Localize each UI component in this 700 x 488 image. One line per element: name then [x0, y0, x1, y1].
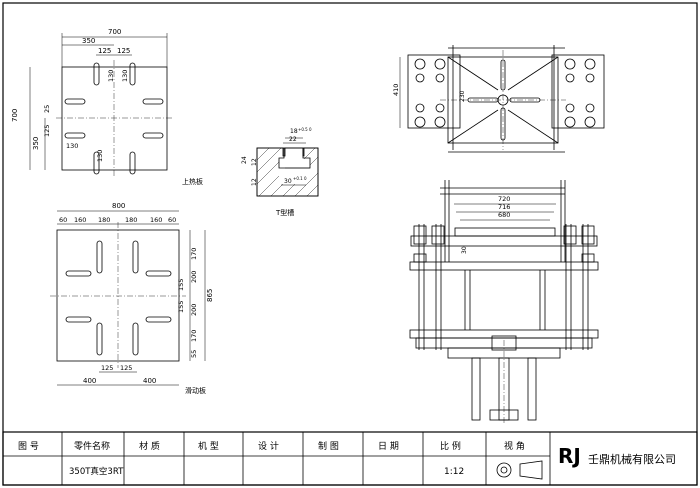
title-header: 制 图 [318, 440, 339, 452]
top-slot [93, 62, 100, 86]
lower-platen [409, 329, 599, 339]
dim-text: 700 [11, 109, 19, 122]
slide-slot [65, 270, 92, 277]
dim-text: 700 [108, 28, 121, 36]
part-name: 350T真空3RT [69, 466, 124, 477]
side-cylinder-left [407, 54, 461, 129]
dim-text: +0.1 0 [293, 176, 307, 181]
title-header: 日 期 [378, 441, 399, 452]
dim-text: 22 [289, 136, 297, 143]
dim-text: 130 [66, 142, 78, 150]
dim-text: 400 [143, 377, 156, 385]
view-label: 滑动板 [185, 386, 206, 395]
title-header: 视 角 [504, 440, 525, 452]
top-slot [93, 151, 100, 175]
top-slot [142, 98, 164, 105]
dim-text: 350 [82, 37, 95, 45]
dim-text: 155 [177, 279, 185, 291]
title-header: 材 质 [139, 440, 160, 452]
front-view: 720 716 680 30 [409, 180, 599, 424]
slide-slot [96, 240, 103, 274]
dim-text: 130 [96, 150, 104, 162]
top-slot [64, 98, 86, 105]
dim-text: 18 [290, 128, 298, 135]
t-slot-view: 18 +0.5 0 22 24 12 12 30 +0.1 0 T型槽 [241, 127, 319, 217]
dim-text: 125 [120, 364, 132, 372]
dim-text: 720 [498, 195, 510, 203]
view-label: 上热板 [182, 177, 203, 186]
dim-text: 160 [74, 216, 86, 224]
company-logo: RJ [558, 444, 581, 468]
dim-text: 865 [206, 289, 214, 302]
dim-text: 12 [251, 178, 258, 186]
dim-text: 230 [459, 90, 466, 102]
title-header: 比 例 [440, 440, 461, 452]
dim-text: 125 [98, 47, 111, 55]
dim-text: 30 [284, 178, 292, 185]
cylinder-rod [471, 357, 481, 421]
top-slot [129, 62, 136, 86]
slide-slot [132, 322, 139, 356]
title-header: 零件名称 [74, 440, 110, 452]
dim-text: 400 [83, 377, 96, 385]
cylinder-rod [527, 357, 537, 421]
dim-text: 170 [190, 248, 198, 260]
top-plate-outline [61, 66, 168, 171]
dim-text: 680 [498, 211, 510, 219]
dim-text: +0.5 0 [298, 127, 312, 132]
title-header: 设 计 [258, 440, 279, 452]
dim-text: 55 [190, 350, 198, 358]
dim-text: 180 [98, 216, 110, 224]
dim-text: 60 [168, 216, 176, 224]
projection-symbol-icon [496, 460, 543, 480]
slide-plate-view: 800 60 160 180 180 160 60 170 200 155 15… [50, 202, 214, 395]
slide-slot [145, 316, 172, 323]
middle-platen [409, 261, 599, 271]
dim-text: 130 [121, 70, 129, 82]
top-slot [129, 151, 136, 175]
title-header: 图 号 [18, 441, 39, 452]
dim-text: 25 [43, 105, 51, 113]
dim-text: 125 [117, 47, 130, 55]
dim-text: 350 [32, 137, 40, 150]
title-block: 图 号 零件名称 材 质 机 型 设 计 制 图 日 期 比 例 视 角 350… [2, 431, 698, 486]
dim-text: 130 [107, 70, 115, 82]
slide-slot [145, 270, 172, 277]
slide-slot [96, 322, 103, 356]
dim-text: 170 [190, 330, 198, 342]
title-header: 机 型 [198, 440, 219, 452]
dim-text: 155 [177, 301, 185, 313]
slide-slot [65, 316, 92, 323]
dim-text: 60 [59, 216, 67, 224]
top-slot [142, 132, 164, 139]
dim-text: 200 [190, 304, 198, 316]
plan-view: 410 230 [392, 45, 605, 153]
dim-text: 200 [190, 271, 198, 283]
dim-text: 30 [461, 246, 468, 254]
company-name: 壬鼎机械有限公司 [588, 452, 676, 466]
scale-value: 1:12 [444, 467, 464, 477]
top-slot [64, 132, 86, 139]
dim-text: 12 [251, 158, 258, 166]
hatching [256, 147, 319, 197]
side-cylinder-right [551, 54, 605, 129]
bolt-group [414, 58, 596, 128]
top-plate-view: 700 350 125 125 700 350 25 125 130 130 1… [11, 28, 203, 186]
dim-text: 180 [125, 216, 137, 224]
dim-text: 160 [150, 216, 162, 224]
slide-slot [132, 240, 139, 274]
view-label: T型槽 [275, 208, 294, 217]
dim-text: 125 [43, 125, 51, 137]
dim-text: 410 [392, 84, 400, 96]
dim-text: 125 [101, 364, 113, 372]
dim-text: 24 [241, 156, 248, 164]
upper-platen [410, 235, 598, 247]
dim-text: 716 [498, 203, 510, 211]
dim-text: 800 [112, 202, 125, 210]
